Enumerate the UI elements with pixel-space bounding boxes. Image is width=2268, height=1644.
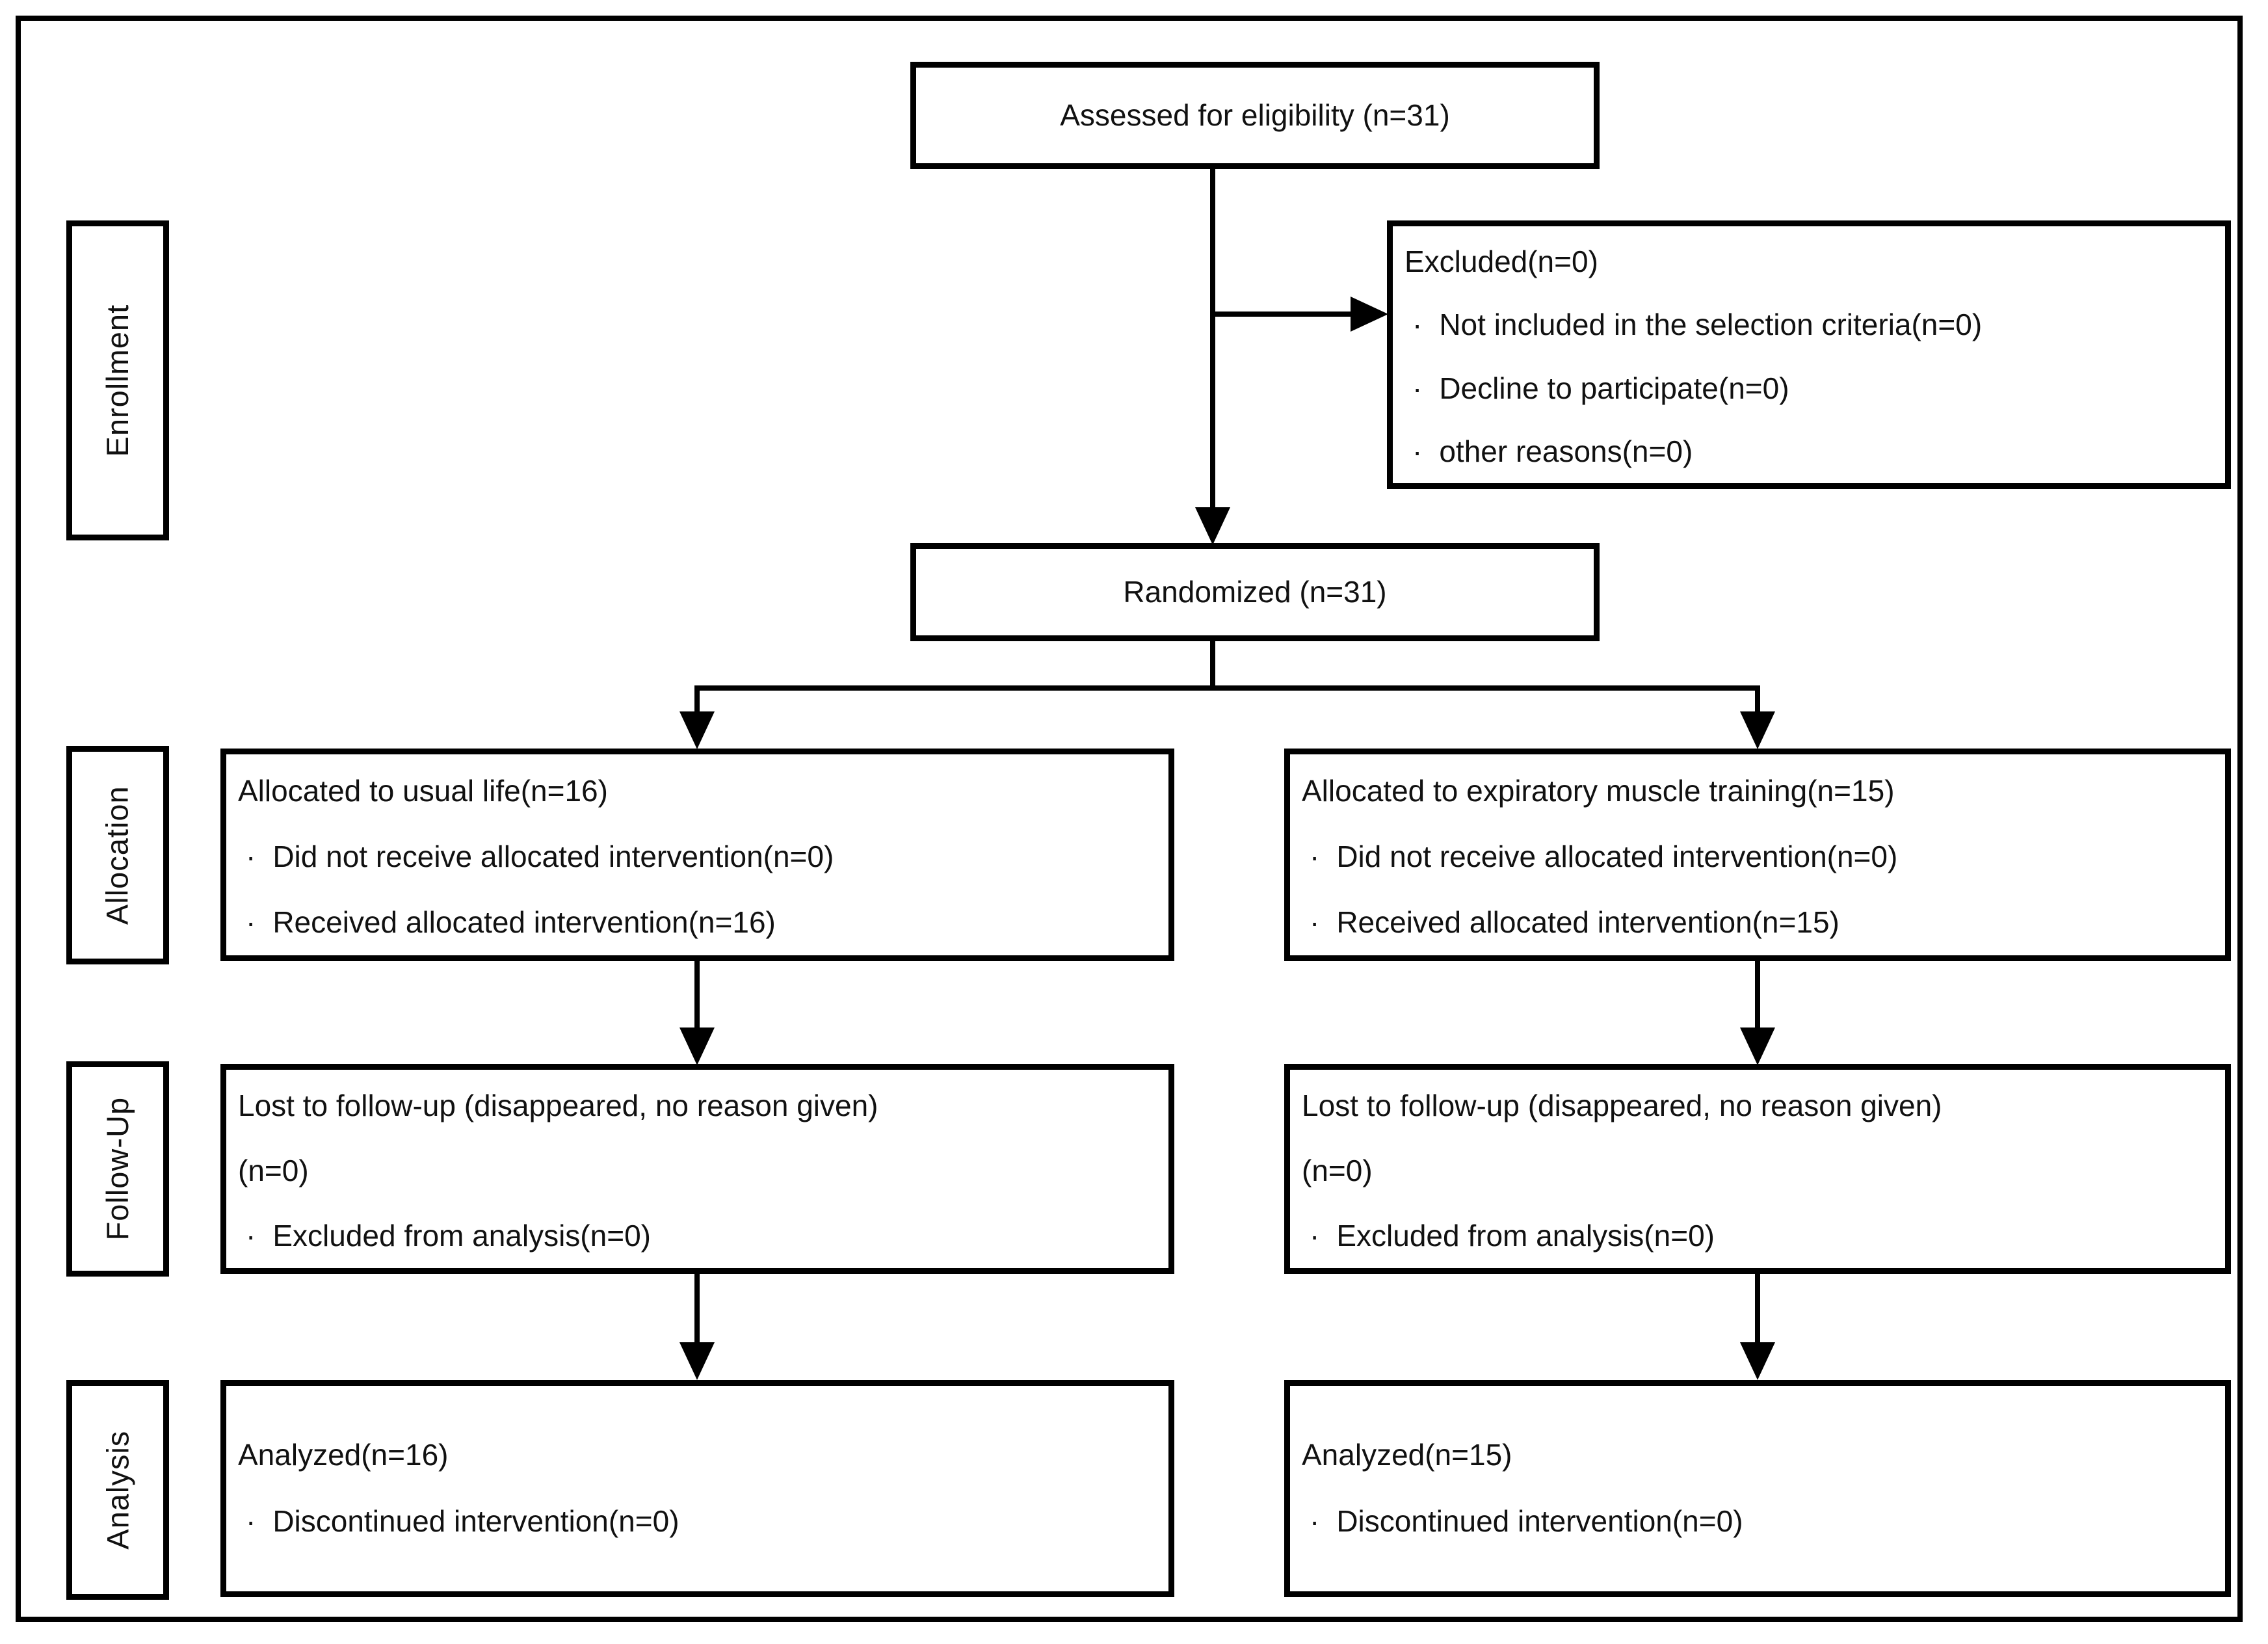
bullet-dot: · [1412, 371, 1423, 405]
allocation-right-box: Allocated to expiratory muscle training(… [1284, 749, 2231, 961]
analysis-right-item: · Discontinued intervention(n=0) [1302, 1489, 2215, 1555]
analysis-right-title: Analyzed(n=15) [1302, 1438, 1512, 1472]
bullet-dot: · [1310, 1218, 1320, 1253]
assessed-label: Assessed for eligibility (n=31) [1060, 98, 1450, 132]
bullet-dot: · [246, 905, 256, 939]
bullet-dot: · [1310, 905, 1320, 939]
allocation-right-item-text: Received allocated intervention(n=15) [1336, 905, 1839, 939]
excluded-item-text: Not included in the selection criteria(n… [1439, 308, 1983, 342]
followup-right-title: Lost to follow-up (disappeared, no reaso… [1302, 1089, 1942, 1123]
bullet-dot: · [246, 1218, 256, 1253]
followup-left-subtitle: (n=0) [238, 1153, 309, 1187]
allocation-left-item-text: Received allocated intervention(n=16) [272, 905, 776, 939]
followup-left-item: · Excluded from analysis(n=0) [238, 1203, 1158, 1268]
followup-left-title: Lost to follow-up (disappeared, no reaso… [238, 1089, 878, 1123]
stage-label-text: Follow-Up [99, 1097, 135, 1241]
stage-label-text: Allocation [99, 786, 135, 925]
analysis-left-title: Analyzed(n=16) [238, 1438, 449, 1472]
followup-left-item-text: Excluded from analysis(n=0) [272, 1218, 651, 1253]
excluded-title: Excluded(n=0) [1404, 245, 1598, 279]
stage-label-analysis: Analysis [66, 1380, 169, 1600]
excluded-item-text: other reasons(n=0) [1439, 434, 1693, 468]
allocation-right-item-text: Did not receive allocated intervention(n… [1336, 839, 1898, 873]
analysis-left-item: · Discontinued intervention(n=0) [238, 1489, 1158, 1555]
allocation-right-item: · Received allocated intervention(n=15) [1302, 890, 2215, 955]
followup-right-subtitle: (n=0) [1302, 1153, 1373, 1187]
bullet-dot: · [1412, 434, 1423, 468]
stage-label-text: Analysis [99, 1430, 135, 1550]
excluded-item: · Not included in the selection criteria… [1404, 293, 2215, 356]
allocation-left-item: · Received allocated intervention(n=16) [238, 890, 1158, 955]
analysis-right-box: Analyzed(n=15) · Discontinued interventi… [1284, 1380, 2231, 1597]
bullet-dot: · [246, 1504, 256, 1539]
analysis-left-box: Analyzed(n=16) · Discontinued interventi… [220, 1380, 1174, 1597]
followup-right-item-text: Excluded from analysis(n=0) [1336, 1218, 1715, 1253]
stage-label-followup: Follow-Up [66, 1061, 169, 1277]
excluded-item-text: Decline to participate(n=0) [1439, 371, 1789, 405]
allocation-left-item: · Did not receive allocated intervention… [238, 824, 1158, 890]
stage-label-text: Enrollment [99, 304, 135, 457]
excluded-box: Excluded(n=0) · Not included in the sele… [1387, 220, 2231, 489]
bullet-dot: · [1412, 308, 1423, 342]
followup-right-box: Lost to follow-up (disappeared, no reaso… [1284, 1064, 2231, 1274]
allocation-left-item-text: Did not receive allocated intervention(n… [272, 839, 834, 873]
stage-label-enrollment: Enrollment [66, 220, 169, 540]
stage-label-allocation: Allocation [66, 746, 169, 964]
analysis-right-item-text: Discontinued intervention(n=0) [1336, 1504, 1743, 1539]
allocation-left-title: Allocated to usual life(n=16) [238, 773, 608, 808]
assessed-box: Assessed for eligibility (n=31) [910, 62, 1600, 169]
bullet-dot: · [246, 839, 256, 873]
excluded-item: · Decline to participate(n=0) [1404, 357, 2215, 420]
followup-left-box: Lost to follow-up (disappeared, no reaso… [220, 1064, 1174, 1274]
allocation-left-box: Allocated to usual life(n=16) · Did not … [220, 749, 1174, 961]
followup-right-item: · Excluded from analysis(n=0) [1302, 1203, 2215, 1268]
allocation-right-item: · Did not receive allocated intervention… [1302, 824, 2215, 890]
bullet-dot: · [1310, 1504, 1320, 1539]
excluded-item: · other reasons(n=0) [1404, 420, 2215, 483]
randomized-box: Randomized (n=31) [910, 543, 1600, 641]
allocation-right-title: Allocated to expiratory muscle training(… [1302, 773, 1895, 808]
randomized-label: Randomized (n=31) [1123, 574, 1387, 609]
analysis-left-item-text: Discontinued intervention(n=0) [272, 1504, 679, 1539]
bullet-dot: · [1310, 839, 1320, 873]
